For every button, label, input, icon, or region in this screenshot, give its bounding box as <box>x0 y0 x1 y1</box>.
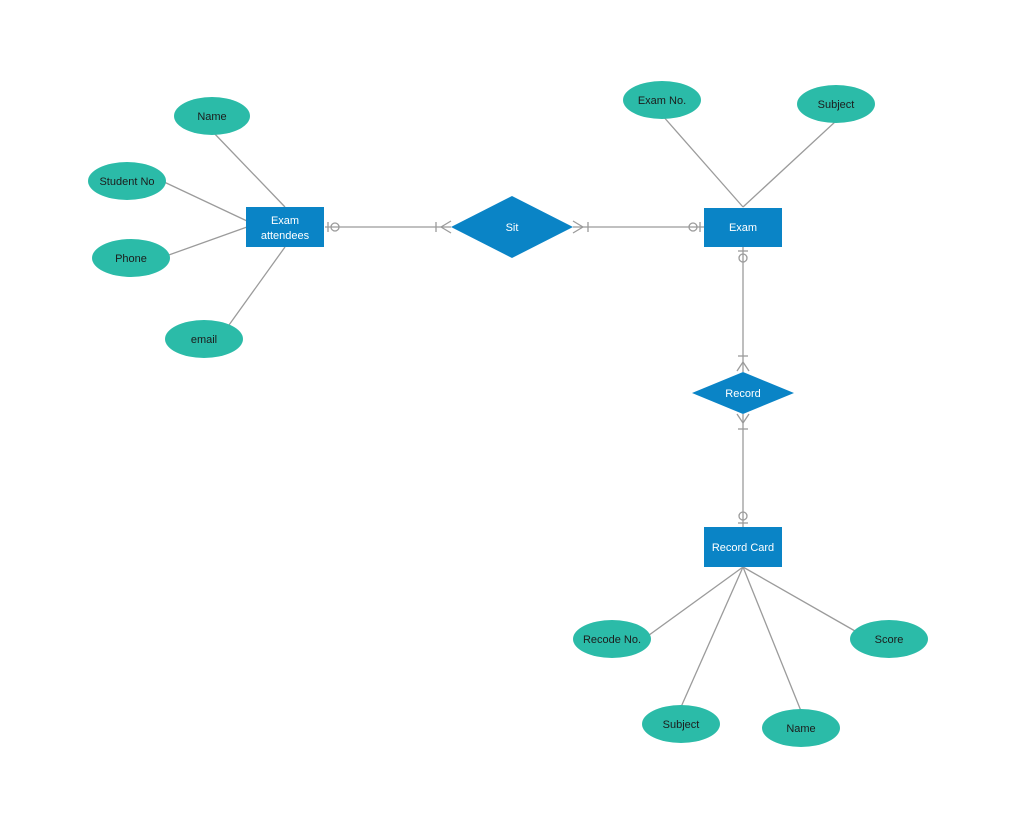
crows-foot <box>742 361 750 372</box>
attribute-label: Name <box>786 723 815 735</box>
connector-attendees-sit <box>325 220 452 234</box>
entity-record-card[interactable]: Record Card <box>704 527 782 567</box>
relationship-sit[interactable]: Sit <box>451 196 573 258</box>
entity-label: Exam <box>271 215 299 227</box>
attribute-card-name[interactable]: Name <box>762 709 840 747</box>
connector-card-subject <box>680 566 744 708</box>
entity-label: Exam <box>729 222 757 234</box>
relationship-connectors <box>325 220 750 527</box>
connector-attendees-email <box>228 246 286 326</box>
relationship-label: Record <box>725 388 760 400</box>
cardinality-circle <box>330 222 340 232</box>
connector-attendees-name <box>211 130 286 208</box>
cardinality-circle <box>688 222 698 232</box>
attribute-attendee-name[interactable]: Name <box>174 97 250 135</box>
crows-foot <box>736 413 744 424</box>
connector-attendees-phone <box>165 226 248 257</box>
connector-exam-record <box>736 247 750 372</box>
entity-label: Record Card <box>712 542 774 554</box>
cardinality-circle <box>738 511 748 521</box>
attribute-label: Name <box>197 111 226 123</box>
crows-foot <box>440 226 452 234</box>
entity-exam[interactable]: Exam <box>704 208 782 247</box>
relationship-record[interactable]: Record <box>692 372 794 414</box>
entity-exam-attendees[interactable]: Exam attendees <box>246 207 324 247</box>
attribute-label: Score <box>875 634 904 646</box>
attribute-label: Subject <box>818 99 855 111</box>
cardinality-circle <box>738 253 748 263</box>
connector-card-score <box>742 566 856 632</box>
connector-sit-exam <box>572 220 705 234</box>
attribute-exam-no[interactable]: Exam No. <box>623 81 701 119</box>
crows-foot <box>742 413 750 424</box>
attribute-score[interactable]: Score <box>850 620 928 658</box>
connector-record-card <box>736 413 750 527</box>
attribute-label: Recode No. <box>583 634 641 646</box>
crows-foot <box>572 220 584 228</box>
attribute-label: Student No <box>99 176 154 188</box>
relationship-label: Sit <box>506 222 519 234</box>
attribute-student-no[interactable]: Student No <box>88 162 166 200</box>
attribute-phone[interactable]: Phone <box>92 239 170 277</box>
crows-foot <box>440 220 452 228</box>
attribute-label: Phone <box>115 253 147 265</box>
attribute-recode-no[interactable]: Recode No. <box>573 620 651 658</box>
attribute-exam-subject[interactable]: Subject <box>797 85 875 123</box>
attribute-connectors <box>161 114 856 712</box>
attribute-email[interactable]: email <box>165 320 243 358</box>
connector-attendees-student-no <box>161 180 248 222</box>
entity-label: attendees <box>261 230 310 242</box>
connector-card-name <box>742 566 802 712</box>
connector-exam-subject <box>742 120 837 208</box>
crows-foot <box>572 226 584 234</box>
connector-card-recode-no <box>644 566 744 639</box>
attribute-label: Exam No. <box>638 95 686 107</box>
attribute-card-subject[interactable]: Subject <box>642 705 720 743</box>
attribute-label: email <box>191 334 217 346</box>
crows-foot <box>736 361 744 372</box>
attribute-label: Subject <box>663 719 700 731</box>
connector-exam-exam-no <box>661 114 744 208</box>
